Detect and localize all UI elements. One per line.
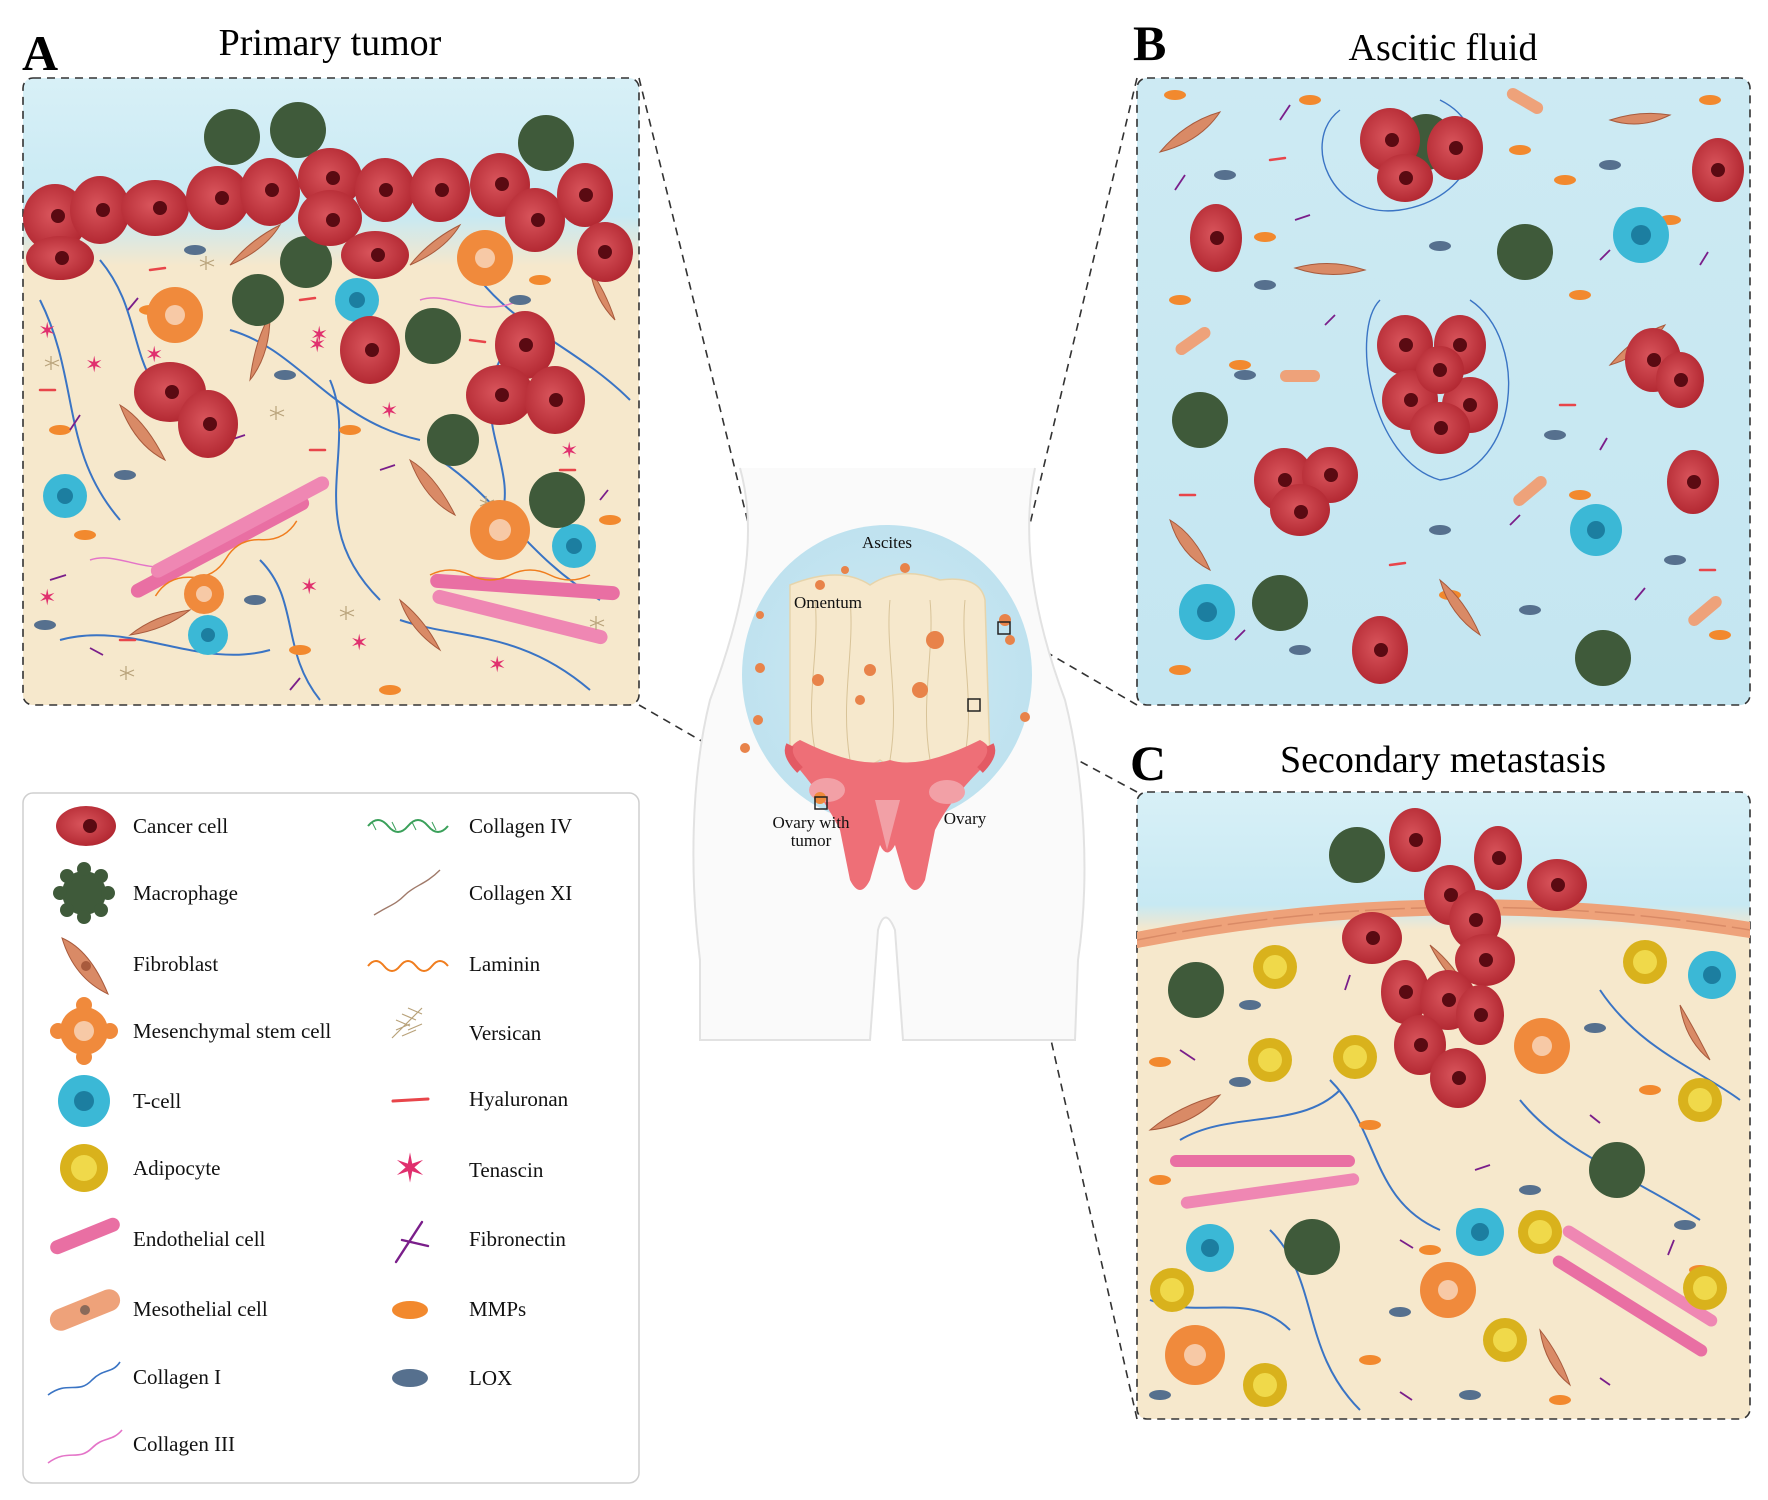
legend-label-t-cell: T-cell	[133, 1089, 181, 1113]
legend-label-macrophage: Macrophage	[133, 881, 238, 905]
legend-label-mesenchymal-stem-cell: Mesenchymal stem cell	[133, 1019, 331, 1043]
zoom-box-ovary	[814, 796, 828, 810]
svg-text:✶: ✶	[308, 332, 326, 357]
panel-b-scene	[1158, 88, 1744, 686]
panel-c: C Secondary metastasis	[1130, 735, 1751, 1420]
laminin-icon	[367, 960, 449, 972]
svg-text:✶: ✶	[85, 352, 103, 377]
label-omentum: Omentum	[794, 593, 862, 612]
mesothelial-cell-icon	[49, 1289, 121, 1331]
svg-text:✶: ✶	[393, 1146, 427, 1191]
label-ovary: Ovary	[944, 809, 987, 828]
panel-b-title: Ascitic fluid	[1349, 27, 1538, 69]
mmps-icon	[392, 1301, 428, 1319]
legend-label-versican: Versican	[469, 1021, 542, 1045]
legend-label-fibronectin: Fibronectin	[469, 1227, 566, 1251]
uterus	[784, 740, 996, 890]
mesenchymal-stem-cell-icon	[50, 997, 118, 1065]
collagen-iii-icon	[47, 1429, 123, 1464]
adipocyte-icon	[60, 1144, 108, 1192]
versican-icon	[391, 1007, 423, 1039]
panel-a-fibroblasts	[119, 223, 616, 652]
body-illustration: Ascites Omentum Ovary with tumor Ovary	[692, 467, 1086, 1041]
label-ovary-with-tumor-2: tumor	[791, 831, 832, 850]
legend-box	[22, 792, 640, 1484]
legend-label-lox: LOX	[469, 1366, 512, 1390]
legend-label-endothelial-cell: Endothelial cell	[133, 1227, 266, 1251]
legend-label-collagen-iv: Collagen IV	[469, 814, 572, 838]
panel-a: A Primary tumor	[22, 22, 640, 706]
legend-label-laminin: Laminin	[469, 952, 541, 976]
cancer-cell-icon	[56, 806, 116, 846]
panel-a-scene: ✶✶✶ ✶✶✶ ✶✶✶ ✶✶	[23, 102, 633, 701]
legend-label-collagen-xi: Collagen XI	[469, 881, 572, 905]
svg-text:✶: ✶	[145, 342, 163, 367]
svg-text:✶: ✶	[560, 438, 578, 463]
tenascin-icon: ✶	[393, 1146, 427, 1191]
panel-c-title: Secondary metastasis	[1280, 739, 1606, 781]
legend-label-tenascin: Tenascin	[469, 1158, 544, 1182]
panel-a-t-cells	[43, 278, 596, 655]
collagen-xi-icon	[373, 869, 441, 916]
t-cell-icon	[58, 1075, 110, 1127]
zoom-box-omentum	[967, 698, 981, 712]
svg-text:✶: ✶	[380, 398, 398, 423]
panel-c-adipocytes	[1150, 940, 1727, 1407]
label-ovary-with-tumor-1: Ovary with	[773, 813, 850, 832]
label-ascites: Ascites	[862, 533, 912, 552]
svg-text:✶: ✶	[38, 318, 56, 343]
legend-label-mmps: MMPs	[469, 1297, 526, 1321]
panel-a-ecm: ✶✶✶ ✶✶✶ ✶✶✶ ✶✶	[34, 245, 621, 695]
legend-label-hyaluronan: Hyaluronan	[469, 1087, 569, 1111]
fibroblast-icon	[61, 937, 109, 996]
collagen-iv-icon	[367, 819, 449, 833]
panel-c-letter: C	[1130, 735, 1166, 791]
svg-text:✶: ✶	[38, 585, 56, 610]
legend-label-adipocyte: Adipocyte	[133, 1156, 220, 1180]
panel-c-scene	[1137, 808, 1750, 1411]
panel-a-endothelial-cells	[130, 476, 620, 645]
hyaluronan-icon	[391, 1097, 430, 1103]
panel-a-macrophages	[204, 102, 585, 528]
lox-icon	[392, 1369, 428, 1387]
panel-b-letter: B	[1133, 15, 1166, 71]
panel-a-letter: A	[22, 25, 58, 81]
legend-label-collagen-iii: Collagen III	[133, 1432, 235, 1456]
panel-a-cancer-cells	[23, 148, 633, 458]
legend-label-cancer-cell: Cancer cell	[133, 814, 228, 838]
svg-text:✶: ✶	[300, 574, 318, 599]
svg-text:✶: ✶	[310, 322, 328, 347]
zoom-box-ascites	[997, 621, 1011, 635]
legend-label-fibroblast: Fibroblast	[133, 952, 218, 976]
macrophage-icon	[53, 862, 115, 924]
panel-a-title: Primary tumor	[219, 22, 442, 64]
legend-label-mesothelial-cell: Mesothelial cell	[133, 1297, 268, 1321]
collagen-i-icon	[47, 1361, 121, 1396]
panel-b: B Ascitic fluid	[1133, 15, 1751, 706]
svg-text:✶: ✶	[488, 652, 506, 677]
legend-label-collagen-i: Collagen I	[133, 1365, 221, 1389]
panel-a-msc	[147, 230, 530, 614]
legend: Cancer cell Macrophage Fibroblast Mesenc…	[22, 792, 640, 1484]
fibronectin-icon	[394, 1220, 430, 1264]
svg-text:✶: ✶	[350, 630, 368, 655]
endothelial-cell-icon	[50, 1217, 120, 1255]
